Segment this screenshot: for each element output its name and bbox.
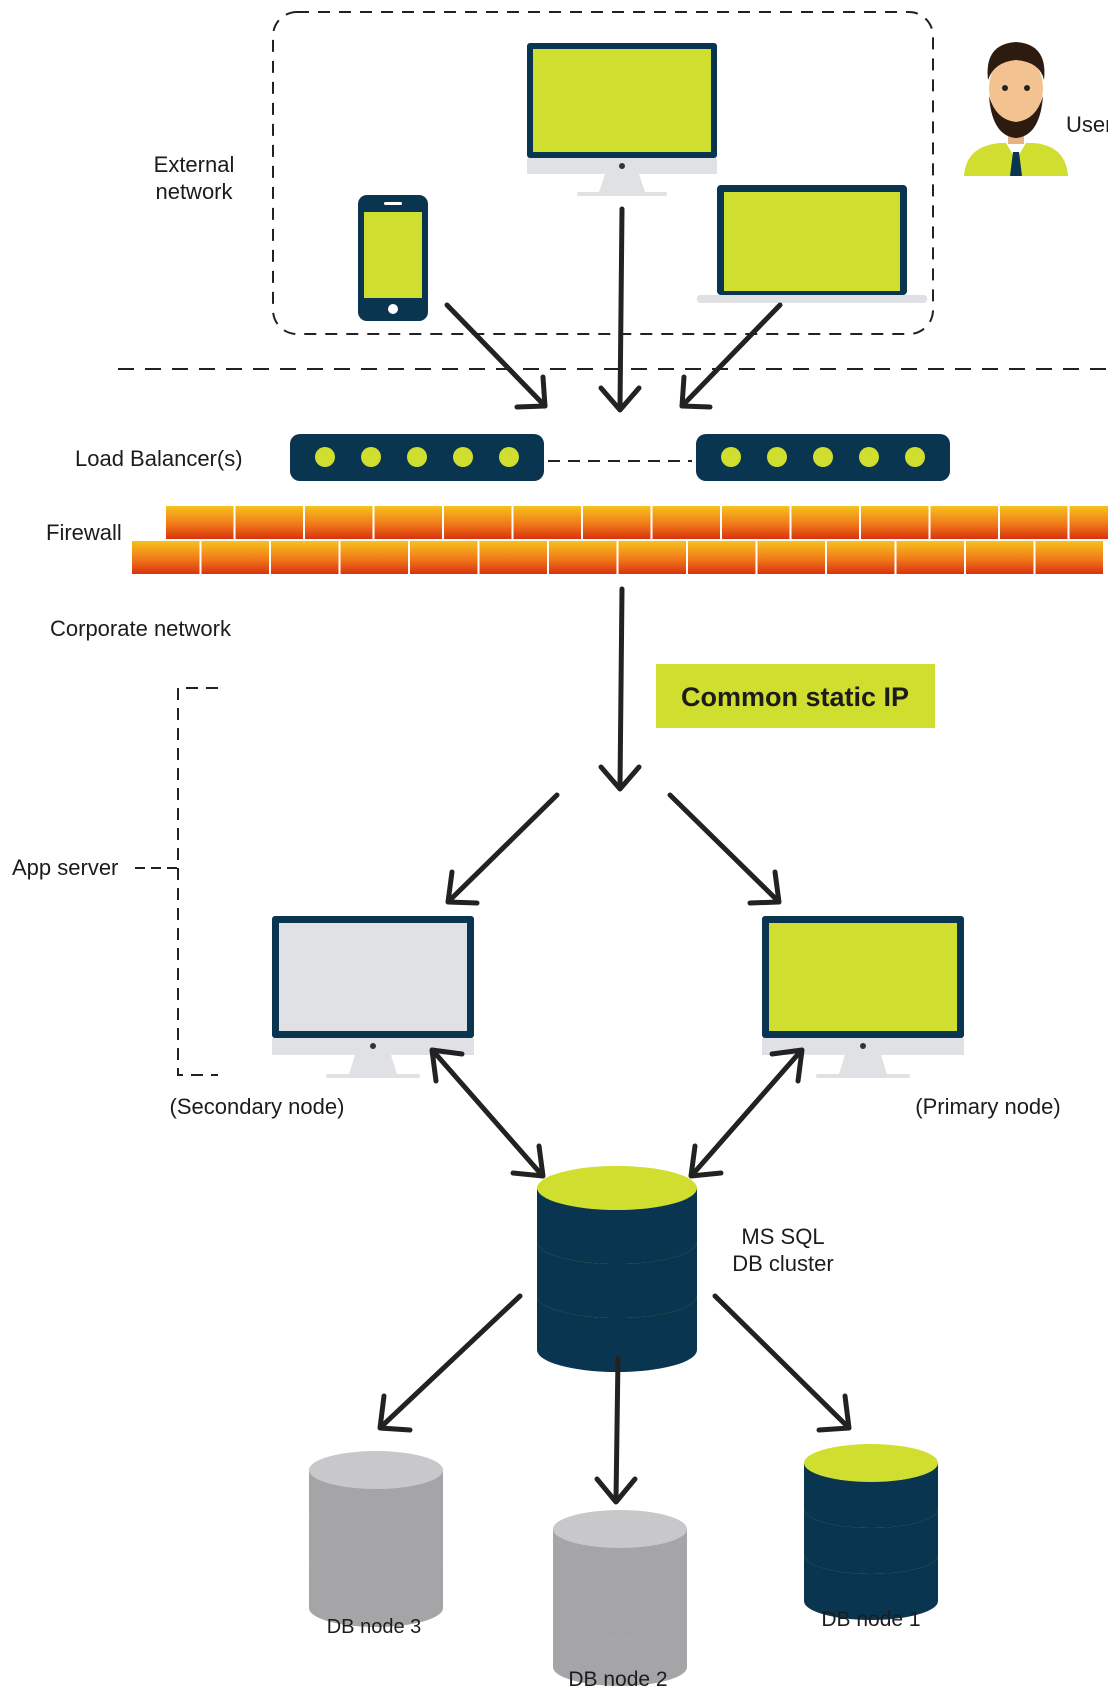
load-balancers-label: Load Balancer(s) <box>75 446 243 471</box>
firewall-brick <box>896 541 964 574</box>
db-node-3-icon <box>309 1451 443 1627</box>
desktop-monitor-icon <box>527 43 717 196</box>
firewall-brick <box>722 506 790 539</box>
firewall-brick <box>549 541 617 574</box>
db-node-1-icon <box>804 1444 938 1620</box>
firewall-brick <box>757 541 825 574</box>
db-cluster-label-line2: DB cluster <box>732 1251 833 1276</box>
external-network-boundary <box>272 11 934 335</box>
primary-node-monitor-icon <box>762 916 964 1078</box>
external-network-label: External <box>154 152 235 177</box>
firewall-brick <box>618 541 686 574</box>
firewall-brick <box>930 506 998 539</box>
user-label: User <box>1066 112 1108 137</box>
firewall-brick <box>340 541 408 574</box>
firewall-brick <box>479 541 547 574</box>
db-node-3-label: DB node 3 <box>327 1616 422 1638</box>
firewall-brick <box>1069 506 1108 539</box>
firewall-brick <box>132 541 200 574</box>
firewall-brick <box>271 541 339 574</box>
firewall-brick <box>1000 506 1068 539</box>
db-node-1-label: DB node 1 <box>821 1608 920 1631</box>
cluster-to-nodes-arrows <box>377 1293 852 1505</box>
db-node-2-icon <box>553 1510 687 1686</box>
ms-sql-db-cluster-icon <box>537 1166 697 1372</box>
firewall-brick <box>583 506 651 539</box>
load-balancer-left <box>290 434 544 481</box>
smartphone-icon <box>358 195 428 321</box>
secondary-node-monitor-icon <box>272 916 474 1078</box>
firewall-brick <box>966 541 1034 574</box>
firewall-brick <box>374 506 442 539</box>
device-to-lb-arrows <box>444 206 783 413</box>
secondary-node-label: (Secondary node) <box>170 1094 345 1119</box>
firewall-brick <box>166 506 234 539</box>
firewall-brick <box>652 506 720 539</box>
primary-node-label: (Primary node) <box>915 1094 1060 1119</box>
firewall-to-split-arrow <box>598 586 642 792</box>
common-static-ip-label: Common static IP <box>681 682 909 712</box>
firewall-brick <box>827 541 895 574</box>
firewall-brick <box>1035 541 1103 574</box>
db-node-2-label: DB node 2 <box>568 1668 667 1690</box>
firewall-brick <box>201 541 269 574</box>
db-cluster-label: MS SQL <box>741 1224 824 1249</box>
common-static-ip-badge <box>656 664 935 728</box>
split-to-app-servers-arrows <box>445 792 782 906</box>
firewall-brick <box>688 541 756 574</box>
app-server-bracket <box>177 687 218 1076</box>
load-balancer-right <box>696 434 950 481</box>
firewall-brick <box>410 541 478 574</box>
firewall-brick <box>235 506 303 539</box>
firewall-brick <box>305 506 373 539</box>
app-to-db-bidirectional-arrows <box>429 1047 805 1179</box>
external-network-label-line2: network <box>155 179 233 204</box>
firewall-brick <box>861 506 929 539</box>
firewall-wall <box>132 506 1108 574</box>
firewall-brick <box>791 506 859 539</box>
firewall-brick <box>513 506 581 539</box>
firewall-label: Firewall <box>46 520 122 545</box>
user-avatar-icon <box>964 42 1068 176</box>
corporate-network-label: Corporate network <box>50 616 232 641</box>
app-server-label: App server <box>12 855 118 880</box>
laptop-icon <box>697 185 927 303</box>
firewall-brick <box>444 506 512 539</box>
